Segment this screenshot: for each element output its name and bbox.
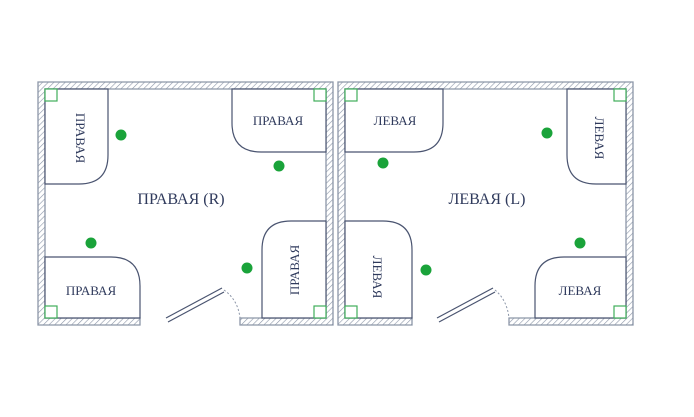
plan-right-door-swing: [223, 289, 241, 319]
corner-square: [613, 88, 627, 102]
plan-right-cabin-label: ПРАВАЯ: [287, 245, 302, 296]
corner-square: [313, 88, 327, 102]
marker-dot: [574, 237, 586, 249]
marker-dot: [115, 129, 127, 141]
plan-left-cabin-top-left: [344, 88, 444, 153]
plan-left-cabin-bottom-left: [344, 220, 413, 319]
plan-left-title: ЛЕВАЯ (L): [449, 191, 526, 208]
plan-right-cabin-label: ПРАВАЯ: [66, 283, 117, 298]
plan-left-cabin-label: ЛЕВАЯ: [559, 283, 602, 298]
marker-dot: [541, 127, 553, 139]
corner-square: [344, 88, 358, 102]
plan-left-door: [436, 287, 494, 319]
marker-dot: [241, 262, 253, 274]
corner-square: [313, 305, 327, 319]
plan-left-cabin-label: ЛЕВАЯ: [592, 117, 607, 160]
plan-left-cabin-bottom-right: [534, 256, 627, 319]
plan-right-cabin-top-right: [231, 88, 327, 153]
plan-left-cabin-label: ЛЕВАЯ: [370, 256, 385, 299]
corner-square: [344, 305, 358, 319]
plan-right-door: [165, 287, 223, 319]
plan-left-cabin-label: ЛЕВАЯ: [374, 113, 417, 128]
plan-right-cabin-label: ПРАВАЯ: [253, 113, 304, 128]
plan-right-cabin-top-left: [44, 88, 109, 185]
plan-right-cabin-bottom-right: [261, 220, 327, 319]
marker-dot: [420, 264, 432, 276]
plan-left-cabin-top-right: [566, 88, 627, 185]
plan-right: ПРАВАЯ (R) ПРАВАЯ ПРАВАЯ ПРАВАЯ ПРАВАЯ: [37, 81, 334, 326]
corner-square: [44, 88, 58, 102]
corner-square: [44, 305, 58, 319]
plan-left-door-swing: [494, 289, 510, 319]
plan-right-title: ПРАВАЯ (R): [137, 191, 224, 208]
marker-dot: [273, 160, 285, 172]
plan-right-cabin-bottom-left: [44, 256, 141, 319]
marker-dot: [85, 237, 97, 249]
plan-right-cabin-label: ПРАВАЯ: [73, 113, 88, 164]
plan-left: ЛЕВАЯ (L) ЛЕВАЯ ЛЕВАЯ ЛЕВАЯ ЛЕВАЯ: [337, 81, 634, 326]
corner-square: [613, 305, 627, 319]
marker-dot: [377, 157, 389, 169]
